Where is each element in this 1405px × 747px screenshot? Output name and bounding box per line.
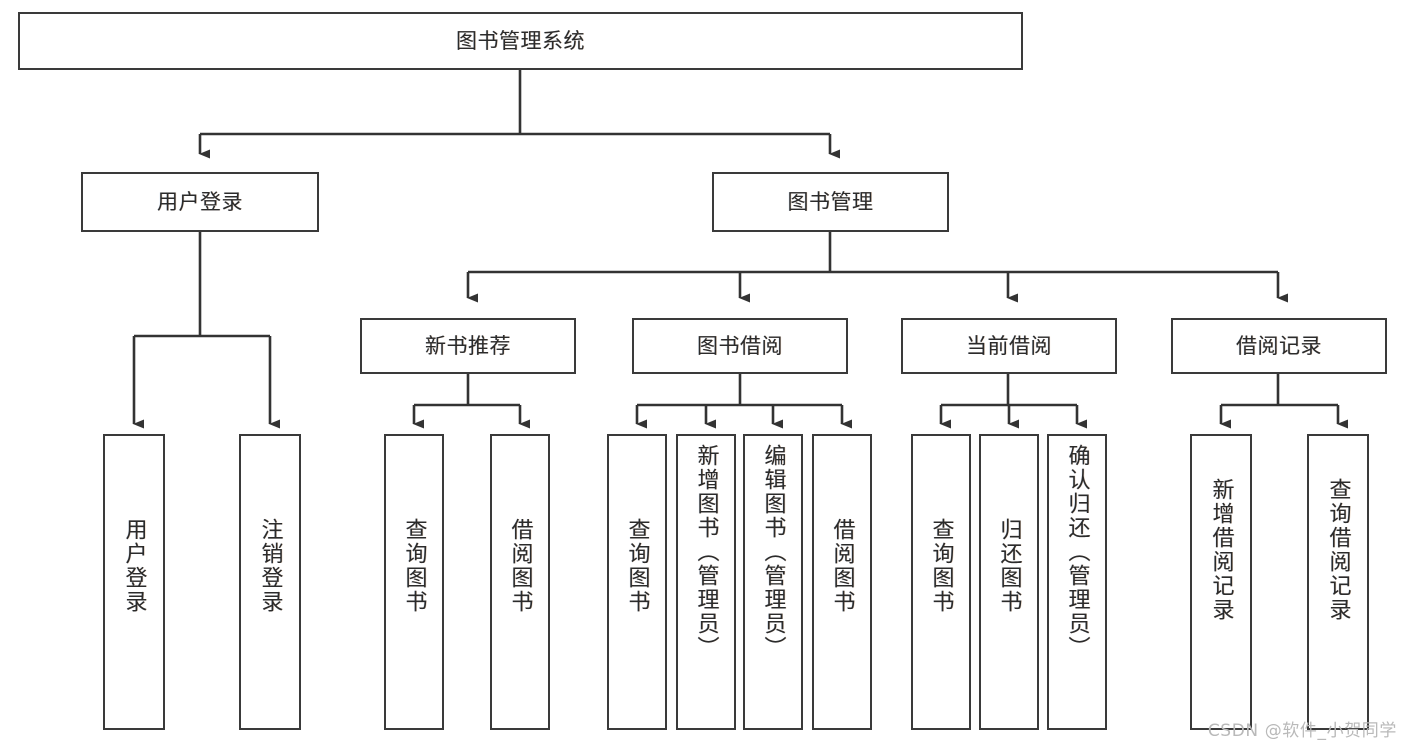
node-label: 注销登录 xyxy=(257,518,283,614)
leaf-current-borrow-query-book[interactable]: 查询图书 xyxy=(911,434,971,730)
node-label: 借阅图书 xyxy=(507,518,533,614)
node-user-login[interactable]: 用户登录 xyxy=(81,172,319,232)
leaf-book-borrow-edit-book-admin[interactable]: 编辑图书（管理员） xyxy=(743,434,803,730)
node-root-book-management-system[interactable]: 图书管理系统 xyxy=(18,12,1023,70)
leaf-records-query-borrow-record[interactable]: 查询借阅记录 xyxy=(1307,434,1369,730)
leaf-records-add-borrow-record[interactable]: 新增借阅记录 xyxy=(1190,434,1252,730)
node-label: 查询借阅记录 xyxy=(1325,478,1351,622)
node-new-book-recommend[interactable]: 新书推荐 xyxy=(360,318,576,374)
node-label: 图书管理 xyxy=(787,189,874,214)
node-book-borrow[interactable]: 图书借阅 xyxy=(632,318,848,374)
node-borrow-records[interactable]: 借阅记录 xyxy=(1171,318,1387,374)
node-label: 查询图书 xyxy=(624,518,650,614)
node-label: 新增图书（管理员） xyxy=(693,444,719,660)
node-book-management[interactable]: 图书管理 xyxy=(712,172,949,232)
node-label: 查询图书 xyxy=(928,518,954,614)
leaf-user-login-logout[interactable]: 注销登录 xyxy=(239,434,301,730)
node-label: 借阅记录 xyxy=(1236,333,1322,358)
leaf-book-borrow-borrow-book[interactable]: 借阅图书 xyxy=(812,434,872,730)
node-label: 确认归还（管理员） xyxy=(1064,444,1090,660)
node-label: 用户登录 xyxy=(157,189,243,214)
node-label: 查询图书 xyxy=(401,518,427,614)
node-current-borrow[interactable]: 当前借阅 xyxy=(901,318,1117,374)
leaf-user-login-login[interactable]: 用户登录 xyxy=(103,434,165,730)
leaf-current-borrow-confirm-return-admin[interactable]: 确认归还（管理员） xyxy=(1047,434,1107,730)
leaf-book-borrow-add-book-admin[interactable]: 新增图书（管理员） xyxy=(676,434,736,730)
leaf-book-borrow-query-book[interactable]: 查询图书 xyxy=(607,434,667,730)
csdn-watermark: CSDN @软件_小贺同学 xyxy=(1207,721,1397,741)
node-label: 编辑图书（管理员） xyxy=(760,444,786,660)
node-label: 图书借阅 xyxy=(697,333,783,358)
node-label: 归还图书 xyxy=(996,518,1022,614)
leaf-new-book-query-book[interactable]: 查询图书 xyxy=(384,434,444,730)
leaf-new-book-borrow-book[interactable]: 借阅图书 xyxy=(490,434,550,730)
node-label: 新增借阅记录 xyxy=(1208,478,1234,622)
node-label: 用户登录 xyxy=(121,518,147,614)
node-label: 图书管理系统 xyxy=(456,28,585,53)
node-label: 借阅图书 xyxy=(829,518,855,614)
leaf-current-borrow-return-book[interactable]: 归还图书 xyxy=(979,434,1039,730)
node-label: 新书推荐 xyxy=(425,333,511,358)
node-label: 当前借阅 xyxy=(966,333,1052,358)
